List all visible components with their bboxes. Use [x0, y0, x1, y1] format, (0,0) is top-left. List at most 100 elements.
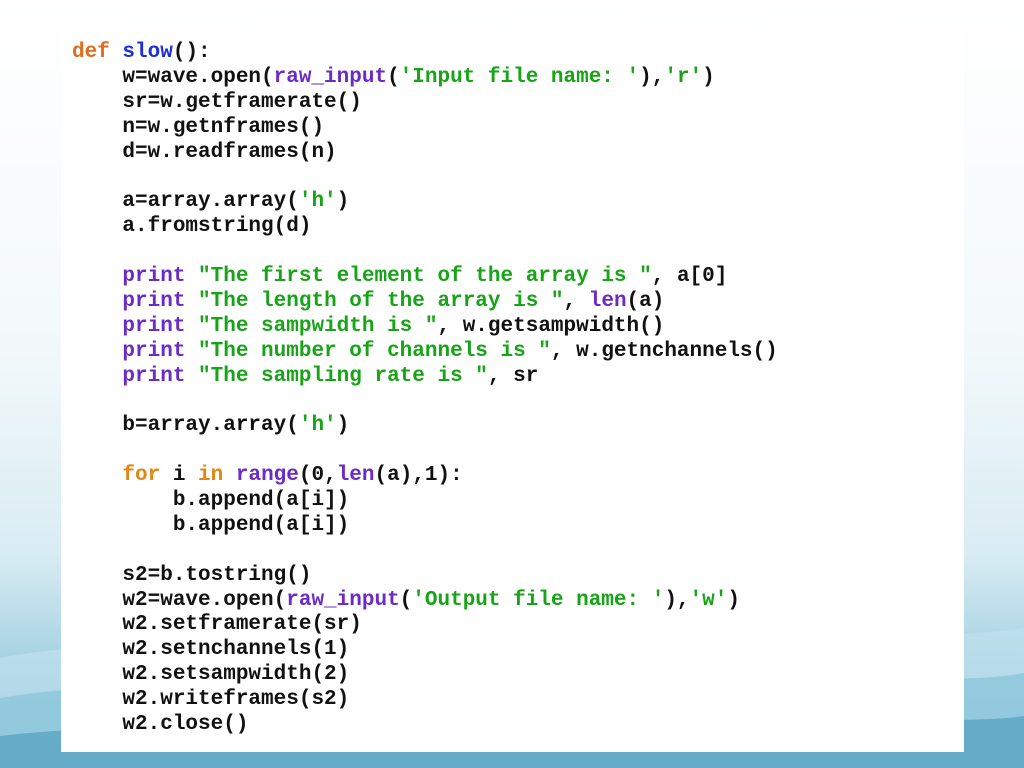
code-line: a=array.array('h'): [72, 190, 964, 215]
code-token-plain: i: [160, 464, 199, 488]
code-token-plain: (: [387, 65, 400, 89]
code-token-plain: b.append(a[i]): [72, 513, 350, 537]
code-token-plain: ),: [664, 588, 690, 612]
code-line: a.fromstring(d): [72, 215, 964, 240]
code-token-str: 'w': [689, 588, 728, 612]
code-token-plain: (a): [626, 289, 665, 313]
code-token-builtin: print: [122, 314, 186, 338]
code-token-plain: , w.getnchannels(): [550, 339, 778, 363]
code-token-plain: (a),1):: [374, 464, 463, 488]
code-token-plain: ():: [172, 41, 211, 64]
code-token-plain: w2.setsampwidth(2): [72, 663, 350, 687]
code-token-plain: sr=w.getframerate(): [72, 90, 362, 114]
code-block: def slow(): w=wave.open(raw_input('Input…: [72, 41, 964, 738]
code-token-plain: w2.writeframes(s2): [72, 688, 350, 712]
code-token-plain: s2=b.tostring(): [72, 563, 312, 587]
code-token-plain: [185, 290, 198, 313]
code-token-plain: [72, 290, 122, 313]
code-token-str: "The sampling rate is ": [198, 364, 488, 388]
code-token-kw-ctrl: in: [198, 464, 224, 488]
code-line: [72, 165, 964, 190]
code-line: print "The sampwidth is ", w.getsampwidt…: [72, 315, 964, 340]
code-token-plain: d=w.readframes(n): [72, 140, 337, 164]
code-token-builtin: print: [122, 265, 186, 289]
code-token-plain: ): [727, 588, 740, 612]
code-token-plain: [72, 365, 122, 388]
code-token-kw-ctrl: for: [122, 464, 161, 488]
code-token-plain: [185, 365, 198, 388]
code-token-builtin: print: [122, 364, 186, 388]
code-token-plain: b.append(a[i]): [72, 489, 350, 513]
code-line: def slow():: [72, 41, 964, 66]
code-token-plain: [72, 315, 122, 338]
code-line: w2=wave.open(raw_input('Output file name…: [72, 589, 964, 614]
code-token-str: 'r': [664, 65, 703, 89]
code-token-plain: [223, 464, 236, 487]
code-token-plain: [185, 265, 198, 288]
code-token-plain: ): [336, 414, 350, 438]
code-token-plain: b=array.array(: [72, 414, 299, 438]
code-token-plain: ),: [639, 65, 665, 89]
code-token-plain: a.fromstring(d): [72, 215, 312, 239]
code-line: d=w.readframes(n): [72, 141, 964, 166]
code-token-kw-def: def: [72, 41, 110, 64]
code-line: [72, 539, 964, 564]
code-token-plain: w2.setnchannels(1): [72, 638, 350, 662]
code-token-builtin: raw_input: [273, 65, 388, 89]
code-token-str: "The length of the array is ": [198, 289, 564, 313]
code-token-plain: (: [399, 588, 413, 612]
code-token-plain: w2.close(): [72, 713, 249, 737]
code-token-plain: ): [702, 65, 715, 89]
code-line: print "The sampling rate is ", sr: [72, 365, 964, 390]
code-line: w=wave.open(raw_input('Input file name: …: [72, 66, 964, 91]
code-token-plain: [72, 340, 122, 363]
code-token-plain: (0,: [298, 464, 337, 488]
code-token-plain: a=array.array(: [72, 190, 299, 214]
code-token-plain: ): [336, 190, 350, 214]
code-token-plain: , w.getsampwidth(): [437, 314, 665, 338]
code-line: b.append(a[i]): [72, 514, 964, 539]
code-line: w2.setframerate(sr): [72, 613, 964, 638]
code-line: w2.close(): [72, 713, 964, 738]
code-token-str: "The first element of the array is ": [198, 265, 652, 289]
code-line: [72, 240, 964, 265]
code-line: s2=b.tostring(): [72, 564, 964, 589]
code-token-plain: , a[0]: [651, 265, 728, 289]
code-token-builtin: len: [588, 289, 627, 313]
code-line: b.append(a[i]): [72, 489, 964, 514]
code-token-str: 'h': [298, 190, 337, 214]
code-line: print "The first element of the array is…: [72, 265, 964, 290]
code-token-plain: w2.setframerate(sr): [72, 613, 362, 637]
code-token-str: "The number of channels is ": [198, 339, 551, 363]
code-token-plain: w2=wave.open(: [72, 588, 287, 612]
code-token-plain: w=wave.open(: [72, 65, 274, 89]
code-token-plain: n=w.getnframes(): [72, 115, 325, 139]
code-token-builtin: raw_input: [286, 588, 400, 612]
code-token-plain: , sr: [487, 364, 539, 388]
code-line: w2.writeframes(s2): [72, 688, 964, 713]
code-token-fn-name: slow: [122, 41, 173, 64]
code-line: for i in range(0,len(a),1):: [72, 464, 964, 489]
code-line: [72, 389, 964, 414]
code-token-plain: [72, 265, 122, 288]
code-line: w2.setsampwidth(2): [72, 663, 964, 688]
code-line: print "The length of the array is ", len…: [72, 290, 964, 315]
code-token-builtin: len: [336, 464, 375, 488]
code-token-builtin: range: [235, 464, 299, 488]
code-token-builtin: print: [122, 289, 186, 313]
code-line: print "The number of channels is ", w.ge…: [72, 340, 964, 365]
code-line: b=array.array('h'): [72, 414, 964, 439]
code-token-str: "The sampwidth is ": [198, 314, 438, 338]
code-token-builtin: print: [122, 339, 186, 363]
code-token-plain: [110, 41, 123, 64]
code-token-plain: [185, 340, 198, 363]
code-token-str: 'Output file name: ': [412, 588, 665, 612]
code-panel: def slow(): w=wave.open(raw_input('Input…: [61, 30, 964, 752]
code-token-str: 'Input file name: ': [399, 65, 640, 89]
code-token-plain: [185, 315, 198, 338]
code-token-plain: ,: [563, 289, 589, 313]
code-line: [72, 439, 964, 464]
code-token-str: 'h': [298, 414, 337, 438]
code-line: w2.setnchannels(1): [72, 638, 964, 663]
code-line: sr=w.getframerate(): [72, 91, 964, 116]
